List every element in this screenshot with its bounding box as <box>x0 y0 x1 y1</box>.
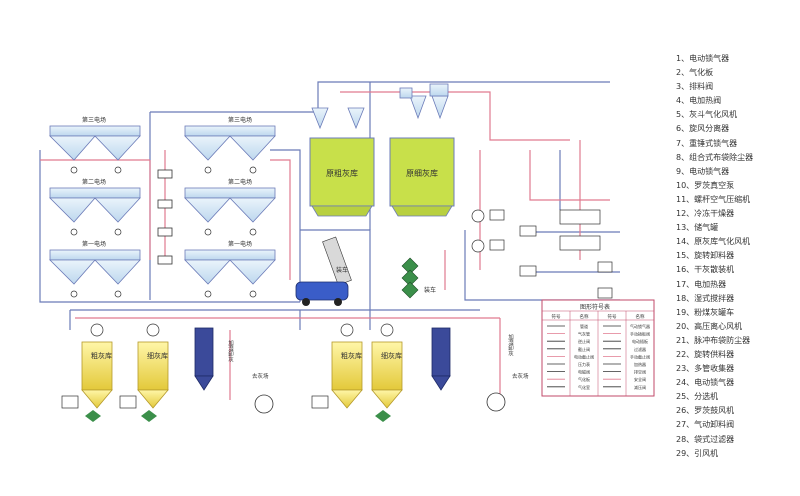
legend-table-name: 电动截止阀 <box>574 353 594 359</box>
raw-coarse-silo-label: 原粗灰库 <box>326 168 358 178</box>
legend-item: 14、原灰库气化风机 <box>676 237 751 247</box>
legend-table-name: 气灰管 <box>578 331 590 337</box>
cyclones-top <box>311 83 449 130</box>
truck-label-left: 装车 <box>336 266 348 274</box>
humidified-discharge-label-a: 加湿卸灰 <box>227 339 234 364</box>
legend-table-name: 减压阀 <box>634 384 646 390</box>
legend-table-header: 符号 <box>552 313 561 320</box>
legend-item: 18、湿式搅拌器 <box>676 293 735 303</box>
legend-item: 28、袋式过滤器 <box>676 434 735 444</box>
legend-table-name: 电动插板 <box>632 338 648 344</box>
field-label-left-third: 第三电场 <box>82 116 106 124</box>
legend-table-name: 气化室 <box>578 384 590 390</box>
legend-table-name: 压力表 <box>578 361 590 367</box>
legend-item: 2、气化板 <box>676 68 714 78</box>
legend-table-name: 排空阀 <box>634 369 646 375</box>
legend-item: 12、冷冻干燥器 <box>676 209 735 219</box>
legend-table-name: 气化板 <box>578 376 590 382</box>
legend-table-name: 安全阀 <box>634 376 646 382</box>
legend-table-name: 气动锁气器 <box>630 323 650 329</box>
legend-item: 5、灰斗气化风机 <box>676 110 738 120</box>
legend-item: 8、组合式布袋除尘器 <box>676 152 754 162</box>
equipment-legend-list: 1、电动锁气器 2、气化板 3、排料阀 4、电加热阀 5、灰斗气化风机 6、旋风分离器 7、… <box>676 52 753 461</box>
legend-table-header: 符号 <box>608 313 617 320</box>
legend-table-name: 过滤器 <box>634 346 646 352</box>
legend-item: 11、螺杆空气压缩机 <box>676 194 751 204</box>
field-labels: 第三电场 第二电场 第一电场 第三电场 第二电场 第一电场 <box>82 116 252 248</box>
humidified-discharge-label-b: 加湿卸灰 <box>507 333 514 358</box>
legend-item: 17、电加热器 <box>676 279 727 289</box>
legend-item: 7、重锤式锁气器 <box>676 138 738 148</box>
legend-item: 22、旋转供料器 <box>676 349 735 359</box>
legend-table-title: 图形符号表 <box>580 303 610 311</box>
legend-item: 6、旋风分离器 <box>676 124 730 134</box>
legend-table-name: 加热器 <box>634 361 646 367</box>
lower-silos-group-b: 粗灰库 细灰库 <box>311 323 506 422</box>
legend-item: 3、排料阀 <box>676 82 714 92</box>
legend-item: 26、罗茨鼓风机 <box>676 406 735 416</box>
compressor-equipment <box>471 209 613 299</box>
legend-item: 15、旋转卸料器 <box>676 251 735 261</box>
center-valve-column <box>157 169 173 265</box>
legend-item: 4、电加热阀 <box>676 96 722 106</box>
field-label-right-first: 第一电场 <box>228 240 252 248</box>
legend-item: 9、电动锁气器 <box>676 166 730 176</box>
truck-label-right: 装车 <box>424 286 436 294</box>
raw-fine-silo-label: 原细灰库 <box>406 168 438 178</box>
humidifier-stack: 装车 <box>401 257 436 299</box>
legend-table-name: 截止阀 <box>578 346 590 352</box>
legend-item: 1、电动锁气器 <box>676 54 730 63</box>
to-ash-yard-label-b: 去灰场 <box>512 372 529 380</box>
legend-table-name: 手动截止阀 <box>630 353 650 359</box>
truck-loading-area: 装车 <box>295 236 352 306</box>
legend-table-header: 名称 <box>636 313 645 320</box>
legend-item: 27、气动卸料阀 <box>676 420 735 430</box>
raw-coarse-silo: 原粗灰库 <box>309 137 375 217</box>
fine-silo-b-label: 细灰库 <box>381 351 402 360</box>
legend-item: 29、引风机 <box>676 448 719 458</box>
legend-table-name: 管道 <box>580 323 588 329</box>
field-hoppers-left <box>49 125 141 298</box>
field-label-left-first: 第一电场 <box>82 240 106 248</box>
fine-silo-a-label: 细灰库 <box>147 351 168 360</box>
field-label-left-second: 第二电场 <box>82 178 106 186</box>
field-label-right-second: 第二电场 <box>228 178 252 186</box>
legend-table-name: 手动插板阀 <box>630 331 650 337</box>
legend-table-header: 名称 <box>580 313 589 320</box>
legend-item: 20、高压离心风机 <box>676 321 743 331</box>
legend-item: 25、分选机 <box>676 392 719 402</box>
coarse-silo-b-label: 粗灰库 <box>341 351 362 360</box>
legend-item: 24、电动锁气器 <box>676 378 735 388</box>
legend-table-name: 逆止阀 <box>578 338 590 344</box>
to-ash-yard-label-a: 去灰场 <box>252 372 269 380</box>
legend-item: 19、粉煤灰罐车 <box>676 307 735 317</box>
legend-item: 23、多管收集器 <box>676 364 735 374</box>
legend-item: 16、干灰散装机 <box>676 265 735 275</box>
lower-labels: 加湿卸灰 去灰场 加湿卸灰 去灰场 <box>227 333 529 380</box>
coarse-silo-a-label: 粗灰库 <box>91 351 112 360</box>
field-hoppers-right <box>184 125 276 298</box>
field-label-right-third: 第三电场 <box>228 116 252 124</box>
lower-silos-group-a: 粗灰库 细灰库 <box>61 323 274 422</box>
legend-item: 21、脉冲布袋防尘器 <box>676 335 751 345</box>
legend-table-name: 电磁阀 <box>578 369 590 375</box>
raw-fine-silo: 原细灰库 <box>389 137 455 217</box>
legend-item: 10、罗茨真空泵 <box>676 180 735 190</box>
legend-item: 13、储气罐 <box>676 223 719 233</box>
